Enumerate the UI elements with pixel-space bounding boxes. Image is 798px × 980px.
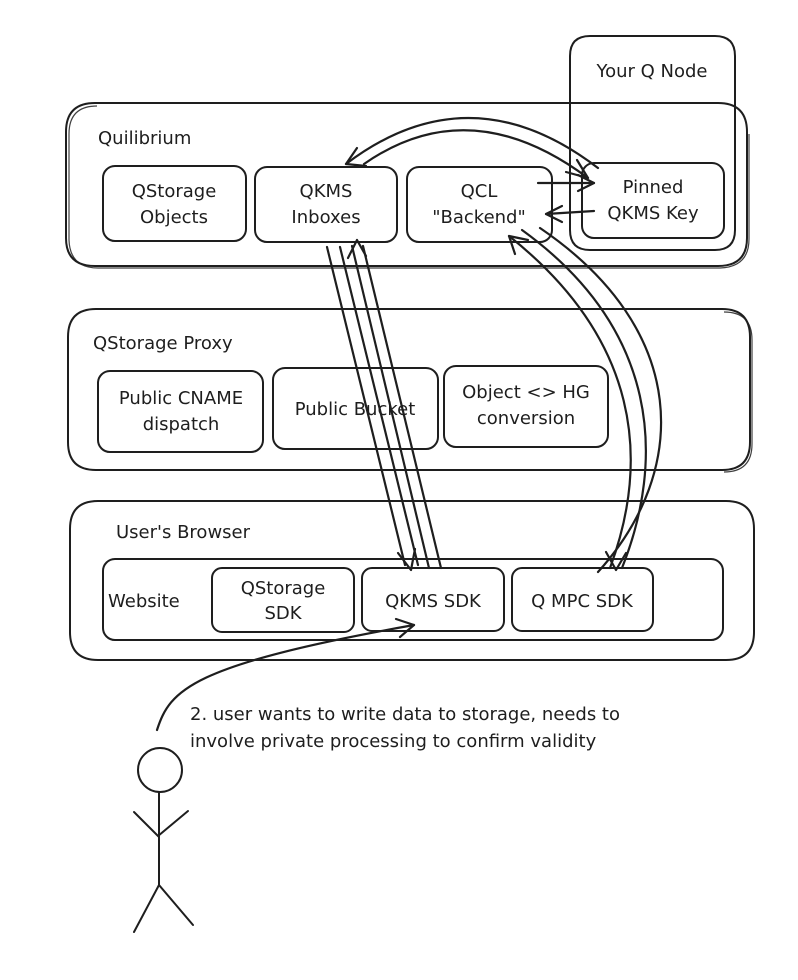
your-q-node-group: Your Q Node <box>569 35 736 251</box>
arrow-backend-to-mpc-sdk <box>507 226 663 574</box>
public-cname-dispatch-node: Public CNAME dispatch <box>97 370 264 453</box>
svg-text:SDK: SDK <box>264 603 302 624</box>
pinned-qkms-key-line1: Pinned <box>623 177 684 198</box>
qstorage-objects-node: QStorage Objects <box>102 165 247 242</box>
arrow-backend-to-pinned-key <box>536 173 596 224</box>
qstorage-proxy-group: QStorage Proxy <box>67 308 753 473</box>
svg-text:Public CNAME: Public CNAME <box>119 388 243 409</box>
svg-text:QKMS: QKMS <box>300 181 353 202</box>
svg-text:Object <> HG: Object <> HG <box>462 382 590 403</box>
svg-text:2. user wants to write data to: 2. user wants to write data to storage, … <box>190 704 620 725</box>
public-bucket-label: Public Bucket <box>295 399 416 420</box>
svg-text:Objects: Objects <box>140 207 208 228</box>
arrow-inboxes-to-pinned-key <box>344 116 600 180</box>
svg-text:Inboxes: Inboxes <box>291 207 360 228</box>
qkms-inboxes-line1: QKMS <box>300 181 353 202</box>
qstorage-objects-line2: Objects <box>140 207 208 228</box>
your-q-node-label: Your Q Node <box>595 61 707 82</box>
quilibrium-group: Quilibrium <box>65 102 750 269</box>
quilibrium-label: Quilibrium <box>98 128 191 149</box>
svg-text:conversion: conversion <box>477 408 575 429</box>
qcl-backend-line1: QCL <box>461 181 498 202</box>
users-browser-label: User's Browser <box>116 522 251 543</box>
arrow-inboxes-to-qkms-sdk <box>325 238 443 572</box>
q-mpc-sdk-label: Q MPC SDK <box>531 591 634 612</box>
user-stick-figure-icon <box>133 747 194 933</box>
website-label: Website <box>108 591 180 612</box>
qstorage-sdk-line1: QStorage <box>241 578 326 599</box>
qstorage-sdk-line2: SDK <box>264 603 302 624</box>
svg-text:dispatch: dispatch <box>143 414 220 435</box>
qstorage-sdk-node: QStorage SDK <box>211 567 355 633</box>
qkms-inboxes-line2: Inboxes <box>291 207 360 228</box>
pinned-qkms-key-node: Pinned QKMS Key <box>581 162 725 239</box>
svg-text:QCL: QCL <box>461 181 498 202</box>
svg-text:QStorage: QStorage <box>241 578 326 599</box>
svg-text:"Backend": "Backend" <box>432 207 526 228</box>
qstorage-proxy-label: QStorage Proxy <box>93 333 233 354</box>
svg-text:involve private processing to: involve private processing to confirm va… <box>190 731 597 752</box>
svg-text:QKMS Key: QKMS Key <box>607 203 699 224</box>
svg-text:QStorage: QStorage <box>132 181 217 202</box>
annotation-line1: 2. user wants to write data to storage, … <box>190 704 620 725</box>
qcl-backend-line2: "Backend" <box>432 207 526 228</box>
object-hg-line2: conversion <box>477 408 575 429</box>
arrow-user-to-qkms-sdk <box>155 617 416 732</box>
qkms-inboxes-node: QKMS Inboxes <box>254 166 398 243</box>
qstorage-objects-line1: QStorage <box>132 181 217 202</box>
qkms-sdk-label: QKMS SDK <box>385 591 482 612</box>
users-browser-group: User's Browser <box>69 500 755 661</box>
object-hg-line1: Object <> HG <box>462 382 590 403</box>
annotation-line2: involve private processing to confirm va… <box>190 731 597 752</box>
public-cname-line2: dispatch <box>143 414 220 435</box>
qcl-backend-node: QCL "Backend" <box>406 166 553 243</box>
public-bucket-node: Public Bucket <box>272 367 439 450</box>
q-mpc-sdk-node: Q MPC SDK <box>511 567 654 632</box>
object-hg-conversion-node: Object <> HG conversion <box>443 365 609 448</box>
public-cname-line1: Public CNAME <box>119 388 243 409</box>
qkms-sdk-node: QKMS SDK <box>361 567 505 632</box>
svg-text:Pinned: Pinned <box>623 177 684 198</box>
pinned-qkms-key-line2: QKMS Key <box>607 203 699 224</box>
